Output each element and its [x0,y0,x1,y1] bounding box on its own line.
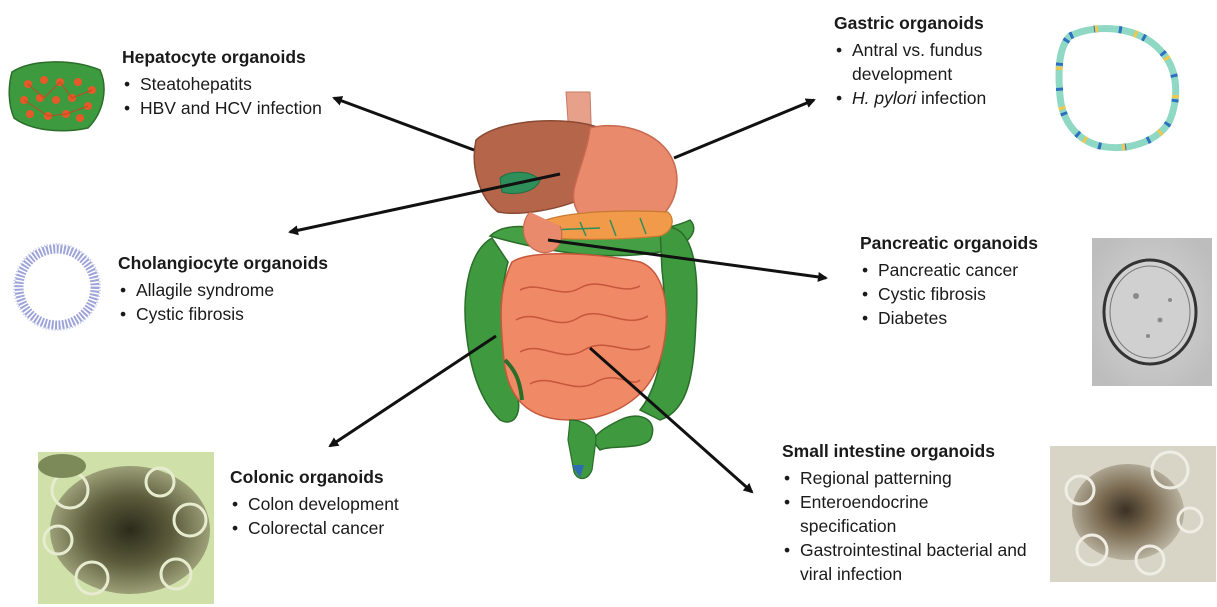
bullet-item: HBV and HCV infection [122,96,340,120]
bullet-item: Cystic fibrosis [860,282,1038,306]
block-title: Small intestine organoids [782,440,1040,462]
pancreatic-organoid-micrograph [1092,238,1212,386]
bullet-item: Cystic fibrosis [118,302,328,326]
bullet-item: Steatohepatits [122,72,340,96]
gastric-organoids-block: Gastric organoids Antral vs. fundus deve… [834,12,1042,110]
small-intestine-organoids-block: Small intestine organoids Regional patte… [782,440,1040,586]
block-title: Hepatocyte organoids [122,46,340,68]
colonic-organoids-block: Colonic organoids Colon development Colo… [230,466,399,540]
block-title: Colonic organoids [230,466,399,488]
colonic-organoid-micrograph [38,452,214,604]
small-intestine-organoid-micrograph [1050,446,1216,582]
block-title: Cholangiocyte organoids [118,252,328,274]
cholangiocyte-organoids-block: Cholangiocyte organoids Allagile syndrom… [118,252,328,326]
bullet-item: Colon development [230,492,399,516]
hepatocyte-organoids-block: Hepatocyte organoids Steatohepatits HBV … [122,46,340,120]
arrow-to-hepatocyte [334,98,474,150]
bullet-item: Enteroendocrine specification [782,490,990,538]
cholangiocyte-ring-icon [14,244,100,330]
digestive-system-illustration [465,92,697,479]
bullet-item: Colorectal cancer [230,516,399,540]
gastric-organoid-ring-icon [1059,28,1176,147]
arrow-to-colonic [330,336,496,446]
bullet-item: Pancreatic cancer [860,258,1038,282]
block-title: Gastric organoids [834,12,1042,34]
bullet-item: H. pylori infection [834,86,1042,110]
hepatocyte-organoid-icon [9,62,104,131]
bullet-item: Gastrointestinal bacterial and viral inf… [782,538,1040,586]
pancreatic-organoids-block: Pancreatic organoids Pancreatic cancer C… [860,232,1038,330]
arrow-to-gastric [674,100,814,158]
bullet-item: Antral vs. fundus development [834,38,1042,86]
bullet-item: Regional patterning [782,466,1040,490]
bullet-item: Allagile syndrome [118,278,328,302]
bullet-item: Diabetes [860,306,1038,330]
sigmoid-colon [592,416,653,450]
italic-species: H. pylori [852,88,916,108]
block-title: Pancreatic organoids [860,232,1038,254]
